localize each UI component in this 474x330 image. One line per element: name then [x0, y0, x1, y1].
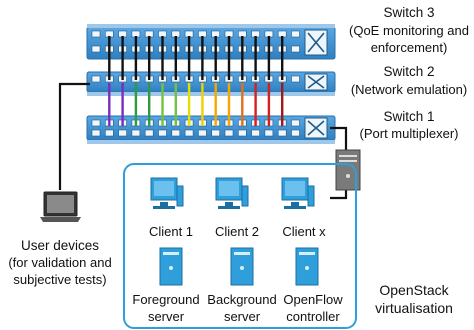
switch-port	[91, 129, 101, 137]
foreground-server-label-1: Foreground	[132, 292, 199, 307]
switch-port	[291, 119, 300, 127]
switch-port	[211, 129, 220, 137]
switch-port	[171, 129, 181, 137]
switch-1	[86, 115, 336, 144]
switch-2-uplink-icon	[304, 73, 328, 91]
switch-port	[198, 129, 207, 137]
server-cable	[330, 126, 348, 150]
switch-port	[144, 129, 154, 137]
switch-1-desc-1: (Port multiplexer)	[360, 126, 459, 141]
openstack-subtitle: virtualisation	[375, 300, 453, 316]
foreground-server-label-2: server	[148, 309, 185, 324]
switch-port	[291, 45, 300, 53]
switch-port	[238, 129, 247, 137]
switch-port	[251, 129, 260, 137]
switch-port	[291, 129, 300, 137]
switch-port	[91, 45, 101, 53]
switch-port	[277, 129, 287, 137]
switch-port	[224, 129, 234, 137]
switch-1-uplink-icon	[304, 117, 328, 139]
openflow-controller-label-1: OpenFlow	[283, 292, 343, 307]
switch-port	[91, 119, 101, 127]
background-server-icon	[230, 247, 254, 286]
switch-3-uplink-icon	[304, 29, 328, 56]
background-server-label-1: Background	[207, 292, 276, 307]
client-2-monitor-icon	[215, 177, 249, 209]
switch-3-title: Switch 3	[383, 5, 434, 20]
openstack-boundary	[123, 163, 357, 329]
foreground-server-icon	[159, 247, 183, 286]
openflow-controller-icon	[295, 247, 319, 286]
switch-3	[86, 24, 336, 60]
client-x-monitor-icon	[281, 177, 315, 209]
client-1-label: Client 1	[149, 224, 193, 239]
switch-port	[291, 75, 300, 83]
switch-port	[91, 75, 101, 83]
patch-cables	[108, 36, 284, 126]
switch-3-desc-1: (QoE monitoring and	[349, 23, 469, 38]
switch-2-title: Switch 2	[383, 64, 434, 79]
switch-port	[291, 30, 300, 38]
openstack-link	[330, 188, 348, 200]
switch-2-desc-1: (Network emulation)	[351, 82, 467, 97]
background-server-label-2: server	[224, 309, 261, 324]
switch-port	[158, 129, 167, 137]
switch-2	[86, 71, 336, 96]
user-device-cable	[58, 82, 90, 190]
openflow-controller-label-2: controller	[286, 309, 340, 324]
client-x-label: Client x	[282, 224, 326, 239]
user-devices-desc-1: (for validation and	[8, 255, 111, 270]
switch-port	[91, 30, 101, 38]
user-devices-desc-2: subjective tests)	[13, 272, 106, 287]
laptop-icon	[40, 191, 81, 222]
switch-port	[118, 129, 127, 137]
switch-1-title: Switch 1	[383, 109, 434, 124]
openstack-title: OpenStack	[379, 282, 449, 298]
switch-3-desc-2: enforcement)	[371, 40, 448, 55]
switch-port	[264, 129, 274, 137]
client-1-monitor-icon	[150, 177, 184, 209]
user-devices-title: User devices	[21, 238, 99, 253]
client-2-label: Client 2	[215, 224, 259, 239]
switch-port	[105, 129, 114, 137]
switch-port	[131, 129, 141, 137]
switch-port	[184, 129, 194, 137]
